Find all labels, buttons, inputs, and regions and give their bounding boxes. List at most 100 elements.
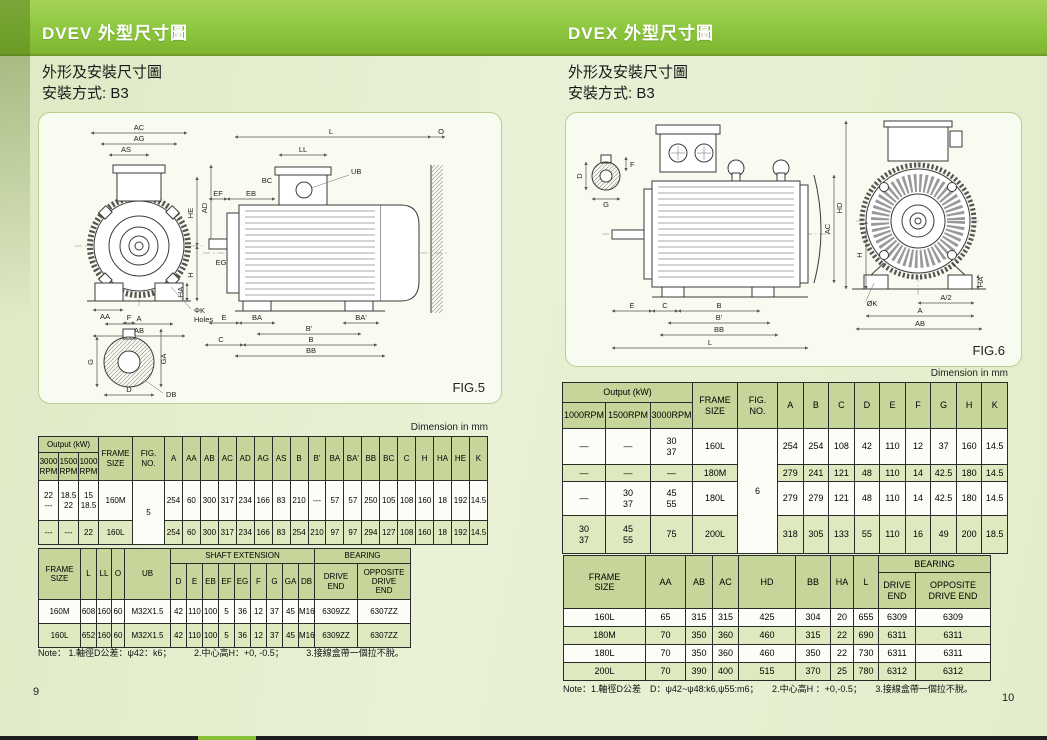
- cell: —: [649, 464, 694, 482]
- fig5-label-ad: AD: [200, 202, 209, 213]
- cell: 97: [325, 520, 345, 545]
- fig6-label-h: H: [855, 252, 864, 257]
- motor-side-view: L O LL UB BC EG EF EB E BA BA' B' C: [203, 127, 449, 358]
- output-header: Output (kW): [37, 436, 100, 453]
- cell: 60: [111, 623, 125, 648]
- col-header: HE: [451, 436, 470, 481]
- cell: 133: [828, 515, 855, 554]
- fig6-label-g: G: [603, 200, 609, 209]
- shaft-key-detail: D G F: [575, 154, 635, 209]
- note-left: Note： 1.軸徑D公差：ψ42：k6； 2.中心高H：+0, -0.5； 3…: [38, 648, 404, 658]
- cell: —: [605, 464, 651, 482]
- top-banner: [0, 0, 1047, 56]
- motor-front-view: AC AG AS AD HE H HA AA A AB ΦK Holes: [75, 123, 213, 338]
- col-header: GA: [282, 563, 299, 600]
- fig6-label-f: F: [630, 160, 635, 169]
- col-header-frame: FRAME SIZE: [692, 382, 739, 429]
- col-header: AC: [712, 555, 739, 609]
- col-header: UB: [124, 548, 171, 600]
- cell-frame: 160M: [38, 599, 81, 624]
- cell: —: [562, 428, 606, 465]
- col-header: G: [266, 563, 283, 600]
- cell-frame: 160L: [563, 608, 646, 627]
- fig5-label-ga: GA: [159, 354, 168, 365]
- fig6-label-b: B: [716, 301, 721, 310]
- cell: 690: [853, 626, 879, 645]
- fig5-label-ll: LL: [299, 145, 307, 154]
- cell: M16: [297, 623, 316, 648]
- col-header: AB: [685, 555, 713, 609]
- col-header: LL: [96, 548, 112, 600]
- col-header: DRIVE END: [314, 563, 359, 600]
- cell: 48: [853, 481, 881, 516]
- cell: 108: [828, 428, 855, 465]
- col-header: F: [904, 382, 932, 429]
- fig6-drawing: D G F E C B B' BB L: [575, 120, 986, 350]
- cell: 83: [271, 480, 291, 521]
- cell: 294: [361, 520, 381, 545]
- fig6-label-phik: ØK: [867, 299, 878, 308]
- cell: 460: [738, 626, 796, 645]
- col-header-rpm: 3000RPM: [649, 402, 694, 429]
- dvev-shaft-bearing-table: FRAME SIZE L LL O UB SHAFT EXTENSION BEA…: [38, 548, 412, 648]
- cell: 317: [217, 480, 237, 521]
- cell: 300: [199, 480, 219, 521]
- cell: 317: [217, 520, 237, 545]
- cell: 14.5: [981, 428, 1008, 465]
- fig5-label-f: F: [127, 313, 132, 322]
- col-header-fig: FIG. NO.: [737, 382, 779, 429]
- col-header: HA: [433, 436, 453, 481]
- cell: 160: [96, 599, 112, 624]
- col-header: AA: [645, 555, 686, 609]
- fig6-label-bb: BB: [714, 325, 724, 334]
- cell: 57: [325, 480, 345, 521]
- cell: 18.5 22: [58, 480, 79, 521]
- cell: 12: [904, 428, 932, 465]
- cell: 279: [777, 464, 804, 482]
- cell: 14: [904, 464, 932, 482]
- fig5-label-holes: Holes: [194, 315, 213, 324]
- fig5-label-ba: BA: [252, 313, 262, 322]
- cell: 279: [802, 481, 830, 516]
- table-row: 180M 70 350 360 460 315 22 690 6311 6311: [563, 626, 992, 645]
- cell: 166: [253, 520, 273, 545]
- output-header: Output (kW): [561, 382, 694, 403]
- cell: 48: [853, 464, 881, 482]
- cell: 254: [289, 520, 309, 545]
- cell: 70: [645, 662, 686, 681]
- cell: 730: [853, 644, 879, 663]
- cell: —: [562, 481, 606, 516]
- col-header: C: [828, 382, 855, 429]
- cell: 6312: [914, 662, 992, 681]
- cell: 300: [199, 520, 219, 545]
- fig5-label-ag: AG: [134, 134, 145, 143]
- col-header: EB: [202, 563, 219, 600]
- cell: 6309ZZ: [314, 599, 359, 624]
- cell: 160: [415, 480, 435, 521]
- cell: 18: [433, 480, 453, 521]
- cell: 192: [451, 520, 470, 545]
- cell: 18.5: [981, 515, 1008, 554]
- cell: 108: [397, 480, 417, 521]
- motor-side-view: E C B B' BB L AC: [602, 124, 836, 350]
- cell: 6307ZZ: [357, 599, 412, 624]
- cell: 36: [234, 623, 251, 648]
- cell: 60: [181, 520, 201, 545]
- col-header: AA: [181, 436, 201, 481]
- cell: 45: [282, 623, 299, 648]
- table-row: 160L 65 315 315 425 304 20 655 6309 6309: [563, 608, 992, 627]
- cell: 22: [830, 626, 854, 645]
- fig5-caption: FIG.5: [452, 380, 485, 395]
- fig5-label-b: B: [308, 335, 313, 344]
- cell: ---: [307, 480, 327, 521]
- col-header: K: [981, 382, 1008, 429]
- fig5-label-h: H: [186, 272, 195, 277]
- cell: 97: [343, 520, 363, 545]
- col-header: H: [955, 382, 983, 429]
- cell: 57: [343, 480, 363, 521]
- cell: 250: [361, 480, 381, 521]
- cell: 75: [649, 515, 694, 554]
- cell: 60: [181, 480, 201, 521]
- fig5-label-eb: EB: [246, 189, 256, 198]
- col-header: BC: [379, 436, 399, 481]
